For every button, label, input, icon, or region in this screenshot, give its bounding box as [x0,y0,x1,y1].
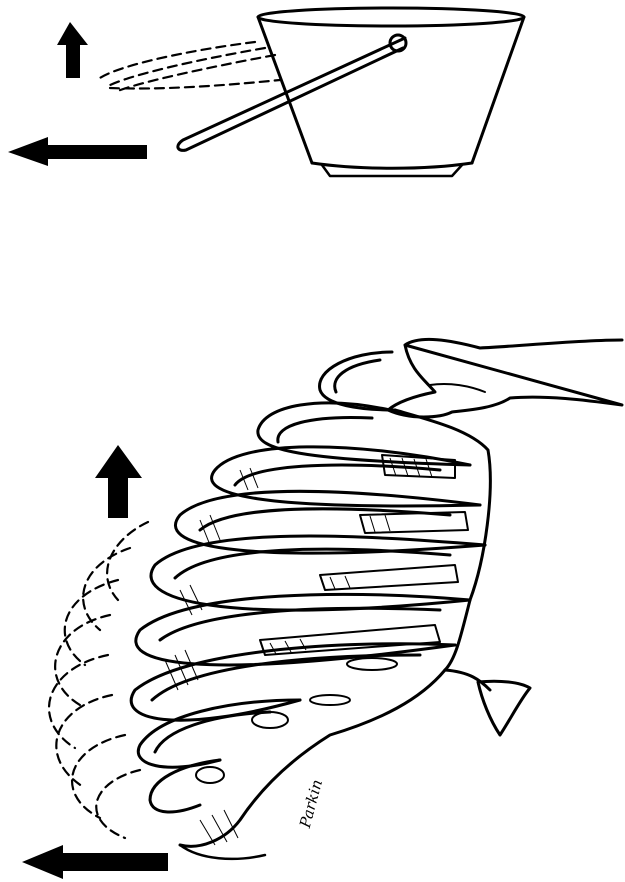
bucket-left-arrow [8,137,147,166]
bucket-up-arrow [57,22,88,78]
bucket [178,8,524,176]
bucket-panel [8,8,524,176]
rib-motion-dashes [49,522,148,838]
hand [388,339,622,417]
ribcage-left-arrow [22,845,168,879]
sternum [395,410,530,735]
handle-motion-dashes [100,42,280,92]
ribcage-up-arrow [95,445,142,518]
